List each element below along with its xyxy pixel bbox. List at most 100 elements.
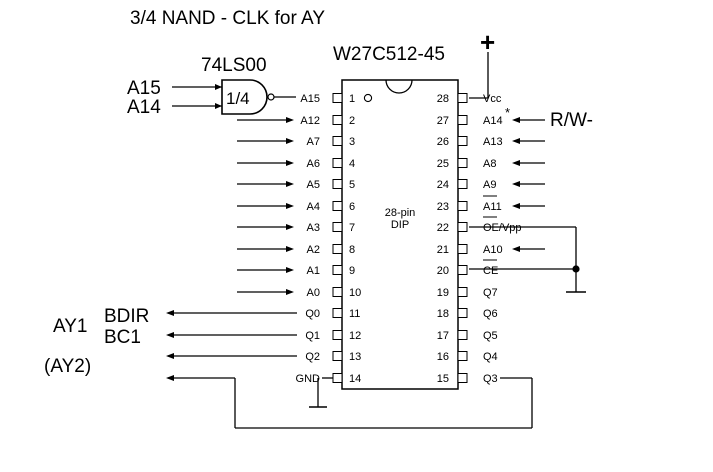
nand-gate: 74LS00 1/4 A15 A14: [127, 55, 296, 118]
pin-pad: [332, 115, 343, 125]
bdir-label: BDIR: [104, 306, 149, 327]
gate-input-a14-label: A14: [127, 97, 161, 118]
input-arrow: [512, 138, 520, 144]
pin-number: 15: [437, 373, 449, 385]
pin-label: Q7: [483, 287, 498, 299]
schematic-title: 3/4 NAND - CLK for AY: [130, 8, 325, 29]
pin-label: Vcc: [483, 93, 502, 105]
pin-pad: [457, 222, 468, 232]
pin-label: A2: [307, 244, 320, 256]
pin-number: 12: [349, 330, 361, 342]
input-arrow: [512, 181, 520, 187]
bc1-label: BC1: [104, 327, 141, 348]
input-arrow: [286, 203, 294, 209]
left-pin-3: 3A7: [237, 136, 355, 148]
pin-pad: [457, 179, 468, 189]
pin-label: A7: [307, 136, 320, 148]
pin-label: A11: [483, 201, 502, 213]
pin-pad: [332, 308, 343, 318]
pin-number: 16: [437, 351, 449, 363]
pin-number: 26: [437, 136, 449, 148]
pin-label: OE/Vpp: [483, 222, 522, 234]
pin-number: 22: [437, 222, 449, 234]
output-arrow: [166, 353, 174, 359]
right-pin-26: 26 A13: [437, 136, 545, 148]
rw-signal-label: R/W-: [550, 110, 593, 131]
right-pin-16: 16 Q4: [437, 351, 498, 363]
pin-label: A0: [307, 287, 320, 299]
pin-number: 20: [437, 265, 449, 277]
left-pin-9: 9 A1: [237, 265, 355, 277]
pin-label: GND: [296, 373, 321, 385]
pin-label: A4: [307, 201, 320, 213]
pin-pad: [332, 287, 343, 297]
pin-label: Q6: [483, 308, 498, 320]
pin-number: 5: [349, 179, 355, 191]
pin-pad: [332, 201, 343, 211]
pin-label: A15: [300, 93, 320, 105]
left-pin-7: 7A3: [237, 222, 355, 234]
left-pin-5: 5A5: [237, 179, 355, 191]
left-pin-4: 4A6: [237, 158, 355, 170]
pin-label: A3: [307, 222, 320, 234]
pin-number: 23: [437, 201, 449, 213]
nand-gate-body: [221, 79, 268, 115]
pin-pad: [457, 265, 468, 275]
input-arrow: [512, 160, 520, 166]
pin-pad: [332, 93, 343, 103]
input-arrow: [512, 246, 520, 252]
gate-input-a14-arrow: [215, 103, 222, 109]
output-arrow: [166, 332, 174, 338]
left-pin-2: 2 A12: [237, 115, 355, 127]
pin-number: 2: [349, 115, 355, 127]
pin-pad: [457, 136, 468, 146]
asterisk-note-marker: *: [505, 105, 510, 120]
ay1-label: AY1: [53, 316, 88, 337]
pin-label: CE: [483, 265, 498, 277]
pin-pad: [457, 115, 468, 125]
right-pin-22: 22 OE/Vpp: [437, 222, 522, 234]
chip-package-line1: 28-pin: [385, 207, 416, 219]
pin-number: 9: [349, 265, 355, 277]
pin-label: Q4: [483, 351, 498, 363]
pin-pad: [332, 330, 343, 340]
pin-pad: [457, 201, 468, 211]
pin-number: 10: [349, 287, 361, 299]
pin-number: 11: [349, 308, 360, 320]
pin-pad: [457, 373, 468, 383]
gate-input-a15-label: A15: [127, 78, 161, 99]
pin-label: Q1: [305, 330, 320, 342]
ay2-label: (AY2): [44, 356, 91, 377]
gate-part-number: 74LS00: [201, 55, 267, 76]
pin-label: A9: [483, 179, 496, 191]
pin-label: A12: [300, 115, 320, 127]
pin-pad: [457, 287, 468, 297]
pin-number: 6: [349, 201, 355, 213]
right-pin-20: 20 CE: [437, 265, 498, 277]
pin-number: 4: [349, 158, 355, 170]
pin-number: 27: [437, 115, 449, 127]
pin-pad: [457, 330, 468, 340]
pin-label: A13: [483, 136, 503, 148]
q3-return-arrow: [166, 375, 174, 381]
pin-pad: [457, 244, 468, 254]
pin-number: 1: [349, 93, 355, 105]
left-pin-8: 8A2: [237, 244, 355, 256]
gate-fraction: 1/4: [226, 89, 250, 108]
pin-pad: [332, 373, 343, 383]
power-plus-symbol: +: [480, 27, 495, 57]
pin-pad: [332, 244, 343, 254]
q3-loop-wire: [234, 377, 533, 429]
input-arrow: [286, 246, 294, 252]
pin-label: A1: [307, 265, 320, 277]
chip-body: [341, 79, 459, 390]
oe-ce-tie: [469, 195, 586, 293]
